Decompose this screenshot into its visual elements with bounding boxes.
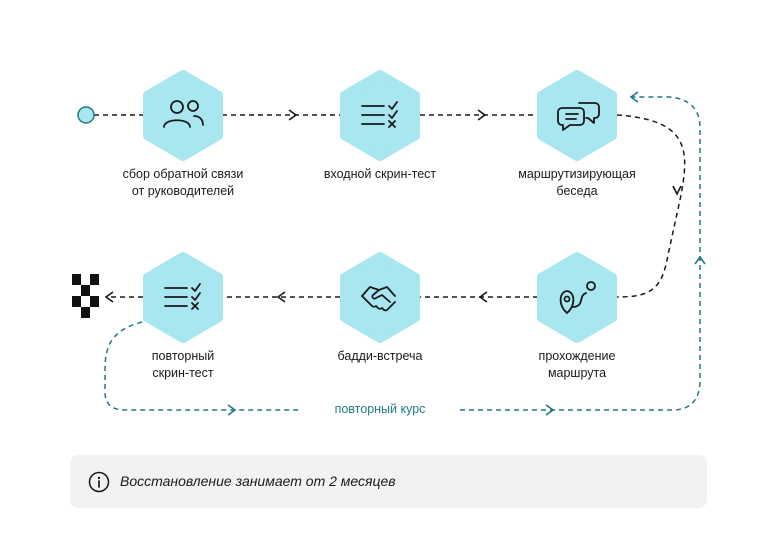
repeat-course-label: повторный курс — [300, 402, 460, 416]
info-icon — [88, 471, 110, 493]
repeat-course-arrows — [227, 91, 706, 416]
step-label-2: входной скрин-тест — [323, 167, 437, 181]
hex-node-1 — [143, 70, 223, 161]
repeat-course-path — [104, 96, 701, 411]
start-circle-icon — [77, 106, 95, 124]
main-flow-path — [94, 114, 686, 298]
chat-bubbles-icon — [557, 102, 600, 131]
checklist-icon — [361, 101, 398, 128]
hex-node-5 — [340, 252, 420, 343]
step-label-5: бадди-встреча — [337, 349, 423, 363]
note-text: Восстановление занимает от 2 месяцев — [120, 473, 396, 489]
hex-node-4 — [537, 252, 617, 343]
checklist-icon-2 — [164, 283, 201, 310]
info-note: Восстановление занимает от 2 месяцев — [70, 455, 707, 508]
people-icon — [163, 100, 204, 128]
main-flow-arrows — [104, 109, 682, 303]
hex-node-3 — [537, 70, 617, 161]
finish-flag-icon — [72, 274, 99, 318]
handshake-icon — [361, 286, 396, 312]
route-pin-icon — [559, 281, 596, 314]
